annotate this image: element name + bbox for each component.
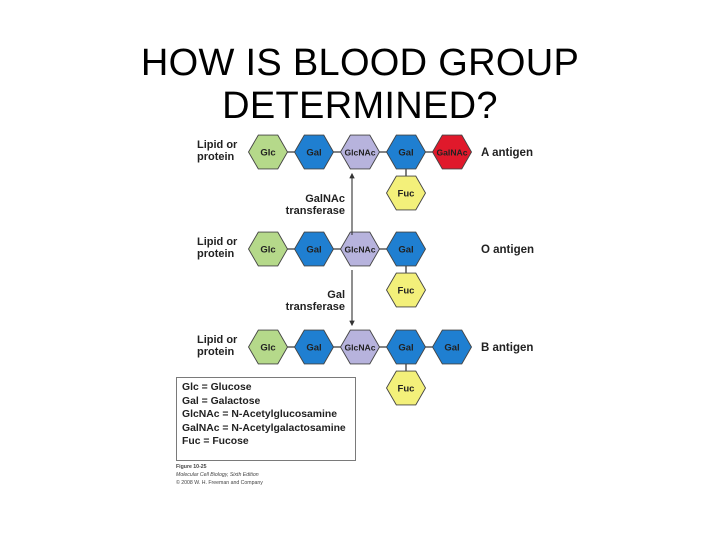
sugar-label: GalNAc xyxy=(436,148,467,158)
sugar-glc: Glc xyxy=(247,329,289,365)
sugar-glc: Glc xyxy=(247,134,289,170)
sugar-hexagon xyxy=(339,134,381,170)
sugar-gal: Gal xyxy=(385,329,427,365)
sugar-galnac: GalNAc xyxy=(431,134,473,170)
carrier-label: protein xyxy=(197,248,235,260)
sugar-hexagon xyxy=(293,134,335,170)
legend-entry-fuc: Fuc = Fucose xyxy=(182,436,249,448)
sugar-hexagon xyxy=(293,231,335,267)
sugar-fuc: Fuc xyxy=(385,272,427,308)
sugar-label: Fuc xyxy=(398,286,415,297)
sugar-hexagon xyxy=(247,134,289,170)
sugar-glcnac: GlcNAc xyxy=(339,329,381,365)
sugar-hexagon xyxy=(385,231,427,267)
sugar-label: Glc xyxy=(260,245,275,256)
enzyme-label: GalNAc xyxy=(305,193,345,205)
sugar-glc: Glc xyxy=(247,231,289,267)
legend-entry-glcnac: GlcNAc = N-Acetylglucosamine xyxy=(182,409,338,421)
sugar-label: Glc xyxy=(260,148,275,159)
slide-title: HOW IS BLOOD GROUP DETERMINED? xyxy=(140,42,580,127)
sugar-label: GlcNAc xyxy=(344,343,375,353)
sugar-label: GlcNAc xyxy=(344,148,375,158)
sugar-glcnac: GlcNAc xyxy=(339,134,381,170)
sugar-hexagon xyxy=(385,175,427,211)
sugar-gal: Gal xyxy=(293,329,335,365)
sugar-hexagon xyxy=(339,329,381,365)
carrier-label: protein xyxy=(197,346,235,358)
sugar-gal: Gal xyxy=(385,231,427,267)
antigen-label: O antigen xyxy=(481,244,534,256)
sugar-hexagon xyxy=(385,134,427,170)
sugar-label: Gal xyxy=(398,148,413,159)
sugar-hexagon xyxy=(431,134,473,170)
abbreviation-legend: Glc = Glucose Gal = Galactose GlcNAc = N… xyxy=(176,377,356,461)
sugar-gal: Gal xyxy=(431,329,473,365)
sugar-hexagon xyxy=(385,370,427,406)
legend-entry-galnac: GalNAc = N-Acetylgalactosamine xyxy=(182,422,346,434)
book-title: Molecular Cell Biology, Sixth Edition xyxy=(176,471,259,478)
copyright-line: © 2008 W. H. Freeman and Company xyxy=(176,479,263,486)
sugar-hexagon xyxy=(247,329,289,365)
sugar-hexagon xyxy=(293,329,335,365)
legend-entry-glc: Glc = Glucose xyxy=(182,382,252,393)
figure-caption: Figure 10-25 Molecular Cell Biology, Six… xyxy=(176,464,263,487)
sugar-hexagon xyxy=(385,272,427,308)
carrier-label: Lipid or xyxy=(197,139,238,151)
antigen-label: A antigen xyxy=(481,147,533,159)
sugar-label: GlcNAc xyxy=(344,245,375,255)
enzyme-label: Gal xyxy=(327,289,345,301)
carrier-label: Lipid or xyxy=(197,334,238,346)
sugar-hexagon xyxy=(339,231,381,267)
enzyme-label: transferase xyxy=(286,205,345,217)
figure-number: Figure 10-25 xyxy=(176,464,207,470)
sugar-label: Gal xyxy=(306,148,321,159)
sugar-hexagon xyxy=(385,329,427,365)
sugar-fuc: Fuc xyxy=(385,175,427,211)
carrier-label: protein xyxy=(197,151,235,163)
sugar-label: Fuc xyxy=(398,189,415,200)
sugar-hexagon xyxy=(431,329,473,365)
sugar-label: Gal xyxy=(398,343,413,354)
carrier-label: Lipid or xyxy=(197,236,238,248)
sugar-fuc: Fuc xyxy=(385,370,427,406)
sugar-label: Gal xyxy=(306,343,321,354)
sugar-hexagon xyxy=(247,231,289,267)
sugar-label: Gal xyxy=(398,245,413,256)
sugar-gal: Gal xyxy=(293,231,335,267)
enzyme-label: transferase xyxy=(286,301,345,313)
sugar-glcnac: GlcNAc xyxy=(339,231,381,267)
sugar-gal: Gal xyxy=(293,134,335,170)
sugar-label: Gal xyxy=(444,343,459,354)
sugar-label: Fuc xyxy=(398,384,415,395)
sugar-label: Glc xyxy=(260,343,275,354)
sugar-gal: Gal xyxy=(385,134,427,170)
legend-entry-gal: Gal = Galactose xyxy=(182,395,261,407)
sugar-label: Gal xyxy=(306,245,321,256)
antigen-label: B antigen xyxy=(481,342,533,354)
